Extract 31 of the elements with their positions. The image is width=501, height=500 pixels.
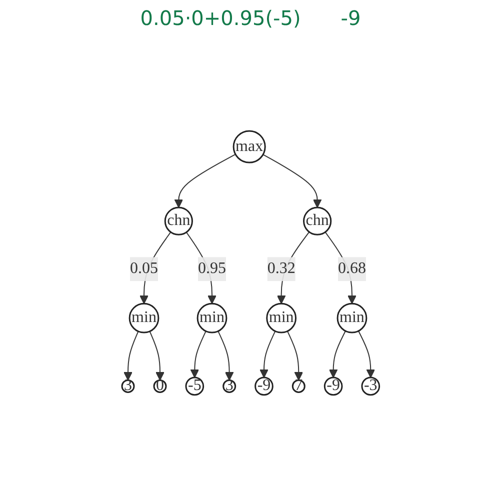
edge-label: 0.95 <box>198 260 226 278</box>
node-circle: -3 <box>361 377 380 396</box>
handwritten-note: -9 <box>340 6 361 32</box>
node-circle: chn <box>302 207 332 236</box>
node-circle: chn <box>164 207 193 236</box>
arrow <box>286 331 303 381</box>
node-circle: -9 <box>254 377 274 396</box>
node-circle: 3 <box>121 380 135 394</box>
node-circle: 3 <box>222 380 236 394</box>
node-circle: max <box>232 130 266 164</box>
edge-label: 0.05 <box>130 260 158 278</box>
node-circle: -9 <box>324 377 343 396</box>
arrow <box>149 331 164 381</box>
node-circle: min <box>196 303 228 334</box>
node-circle: min <box>336 303 368 334</box>
arrow <box>123 331 139 381</box>
edge-label: 0.68 <box>338 260 366 278</box>
node-circle: 7 <box>292 380 306 394</box>
arrow <box>190 331 206 378</box>
node-circle: 0 <box>153 380 167 394</box>
node-circle: min <box>266 303 296 334</box>
arrow <box>262 154 322 208</box>
edge-label: 0.32 <box>267 260 296 278</box>
arrow <box>217 331 234 381</box>
node-circle: -5 <box>185 377 204 396</box>
arrow <box>328 330 346 378</box>
arrow <box>259 331 276 378</box>
arrow <box>174 154 236 208</box>
handwritten-note: 0.05·0+0.95(-5) <box>140 6 301 32</box>
arrow <box>358 330 375 378</box>
node-circle: min <box>128 303 160 334</box>
